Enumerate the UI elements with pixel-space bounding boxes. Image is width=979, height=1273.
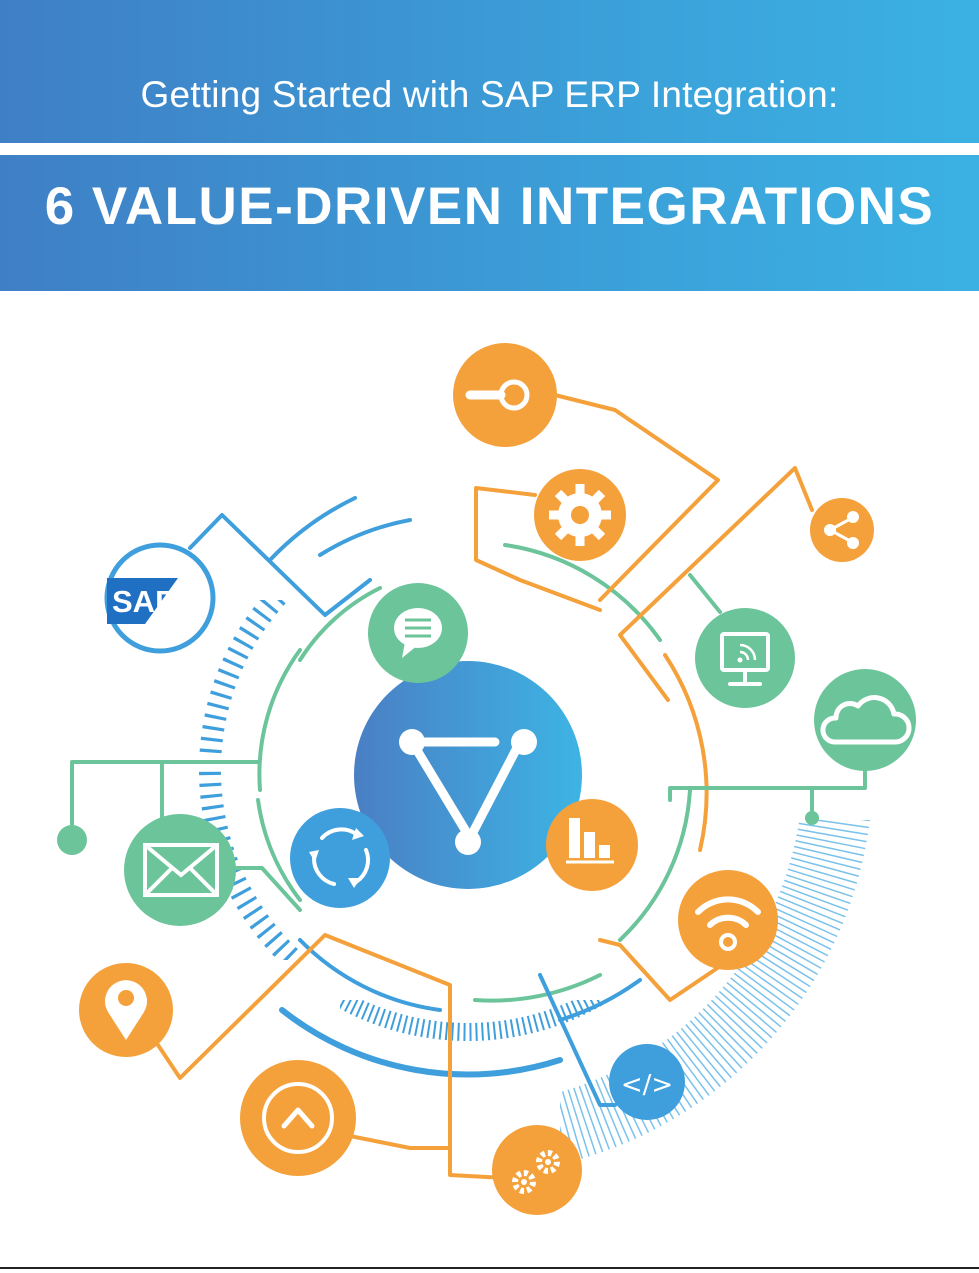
header-banner-top [0, 0, 979, 143]
line-gear [474, 486, 602, 612]
monitor-rss-icon [695, 608, 795, 708]
arc-blue-bottom-left [298, 938, 442, 1012]
cloud-icon [814, 669, 916, 771]
footer-rule [0, 1267, 979, 1269]
gears-icon [492, 1125, 582, 1215]
arc-blue-top [318, 518, 412, 557]
line-code [538, 973, 617, 1107]
arc-orange-right [663, 653, 709, 852]
cloud-node-dot [805, 811, 819, 825]
envelope-icon [124, 814, 236, 926]
code-icon-label: </> [621, 1070, 673, 1100]
arc-green-inner-left [257, 648, 302, 792]
bar-chart-icon [546, 799, 638, 891]
line-green-dot [70, 760, 260, 842]
page-subtitle: Getting Started with SAP ERP Integration… [140, 74, 839, 115]
arc-green-top-right [503, 543, 662, 642]
line-location [156, 933, 507, 1180]
line-search [553, 393, 720, 602]
up-arrow-icon [240, 1060, 356, 1176]
arc-green-left-low [256, 798, 302, 902]
arc-green-bottom [473, 973, 602, 1003]
green-node-dot [57, 825, 87, 855]
line-share [618, 466, 814, 702]
gear-icon [534, 469, 626, 561]
header-banner-bottom [0, 155, 979, 291]
share-icon [810, 498, 874, 562]
sap-logo-text: SAP [112, 584, 176, 619]
page-title: 6 VALUE-DRIVEN INTEGRATIONS [44, 177, 935, 236]
search-icon [453, 343, 557, 447]
line-monitor [688, 573, 722, 614]
line-wifi [598, 938, 724, 1002]
arc-blue-bottom-right [558, 978, 642, 1022]
line-cloud [668, 768, 867, 802]
integration-illustration: SAP [57, 343, 916, 1215]
line-sap-to-hub [188, 513, 372, 617]
arc-blue-bottom-outer [279, 1007, 563, 1078]
code-icon: </> [609, 1044, 685, 1120]
hub [354, 661, 582, 889]
sync-icon [290, 808, 390, 908]
chat-icon [368, 583, 468, 683]
location-pin-icon [79, 963, 173, 1057]
logo-triangle-icon [399, 729, 537, 855]
wifi-icon [678, 870, 778, 970]
header-divider [0, 143, 979, 155]
arc-green-right [618, 788, 692, 942]
line-up [343, 1133, 452, 1150]
arc-green-inner-top [298, 586, 382, 662]
arc-blue-top-outer [268, 496, 357, 562]
line-envelope-hub [234, 866, 302, 912]
sap-logo: SAP [104, 542, 216, 654]
